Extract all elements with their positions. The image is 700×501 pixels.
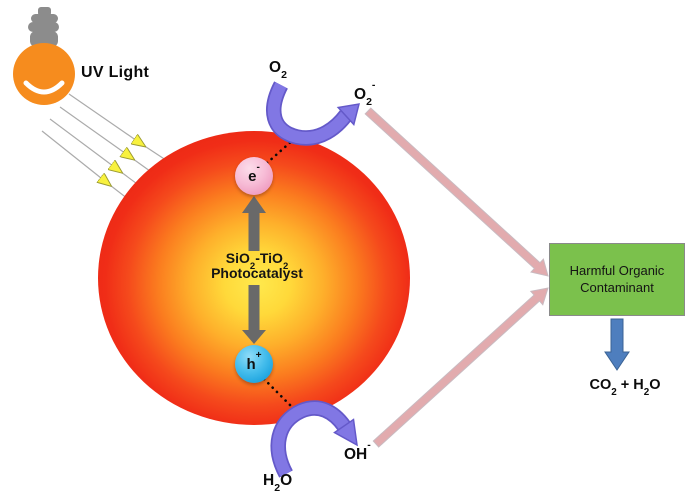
co2-h2o-label: CO2 + H2O	[589, 377, 661, 399]
photocatalyst-label: SiO2-TiO2 Photocatalyst	[182, 251, 332, 280]
hydroxyl-attack-arrow	[372, 287, 549, 448]
contaminant-box-label: Harmful Organic Contaminant	[569, 263, 665, 295]
electron-label: e-	[248, 162, 260, 185]
arrow-band	[267, 82, 351, 144]
h2o-label: H2O	[263, 472, 293, 495]
uv-lamp-icon	[13, 7, 75, 105]
uv-light-label: UV Light	[81, 64, 150, 81]
hole-label: h+	[246, 350, 262, 373]
hydroxyl-label: OH-	[344, 439, 371, 463]
superoxide-attack-arrow	[364, 107, 549, 277]
lamp-screw-thread	[30, 31, 58, 47]
o2-reduction-arrow	[266, 81, 361, 146]
electron-transfer-dotted-line	[265, 130, 304, 165]
hole-generation-arrow-down	[242, 285, 266, 344]
photocatalyst-label-line1: SiO2-TiO2	[225, 250, 289, 272]
lamp-screw-cap	[38, 7, 51, 16]
arrow-head	[336, 103, 361, 127]
uv-ray	[68, 93, 179, 169]
lamp-bulb	[13, 43, 75, 105]
lamp-screw-thread	[31, 14, 58, 23]
photocatalyst-label-line2: Photocatalyst	[211, 264, 303, 281]
arrow-head	[333, 418, 358, 447]
lamp-smile	[23, 80, 65, 95]
hole-transfer-dotted-line	[262, 377, 301, 416]
lamp-screw-thread	[28, 22, 59, 32]
contaminant-box: Harmful Organic Contaminant	[549, 243, 685, 316]
photocatalyst-particle	[98, 131, 410, 425]
o2-label: O2	[269, 59, 287, 82]
superoxide-label: O2-	[354, 79, 376, 109]
electron-circle: e-	[235, 157, 273, 195]
electron-promotion-arrow-up	[242, 196, 266, 251]
h2o-oxidation-arrow	[270, 400, 358, 478]
arrow-band	[272, 402, 349, 477]
hole-circle: h+	[235, 345, 273, 383]
mineralization-arrow	[604, 318, 630, 371]
